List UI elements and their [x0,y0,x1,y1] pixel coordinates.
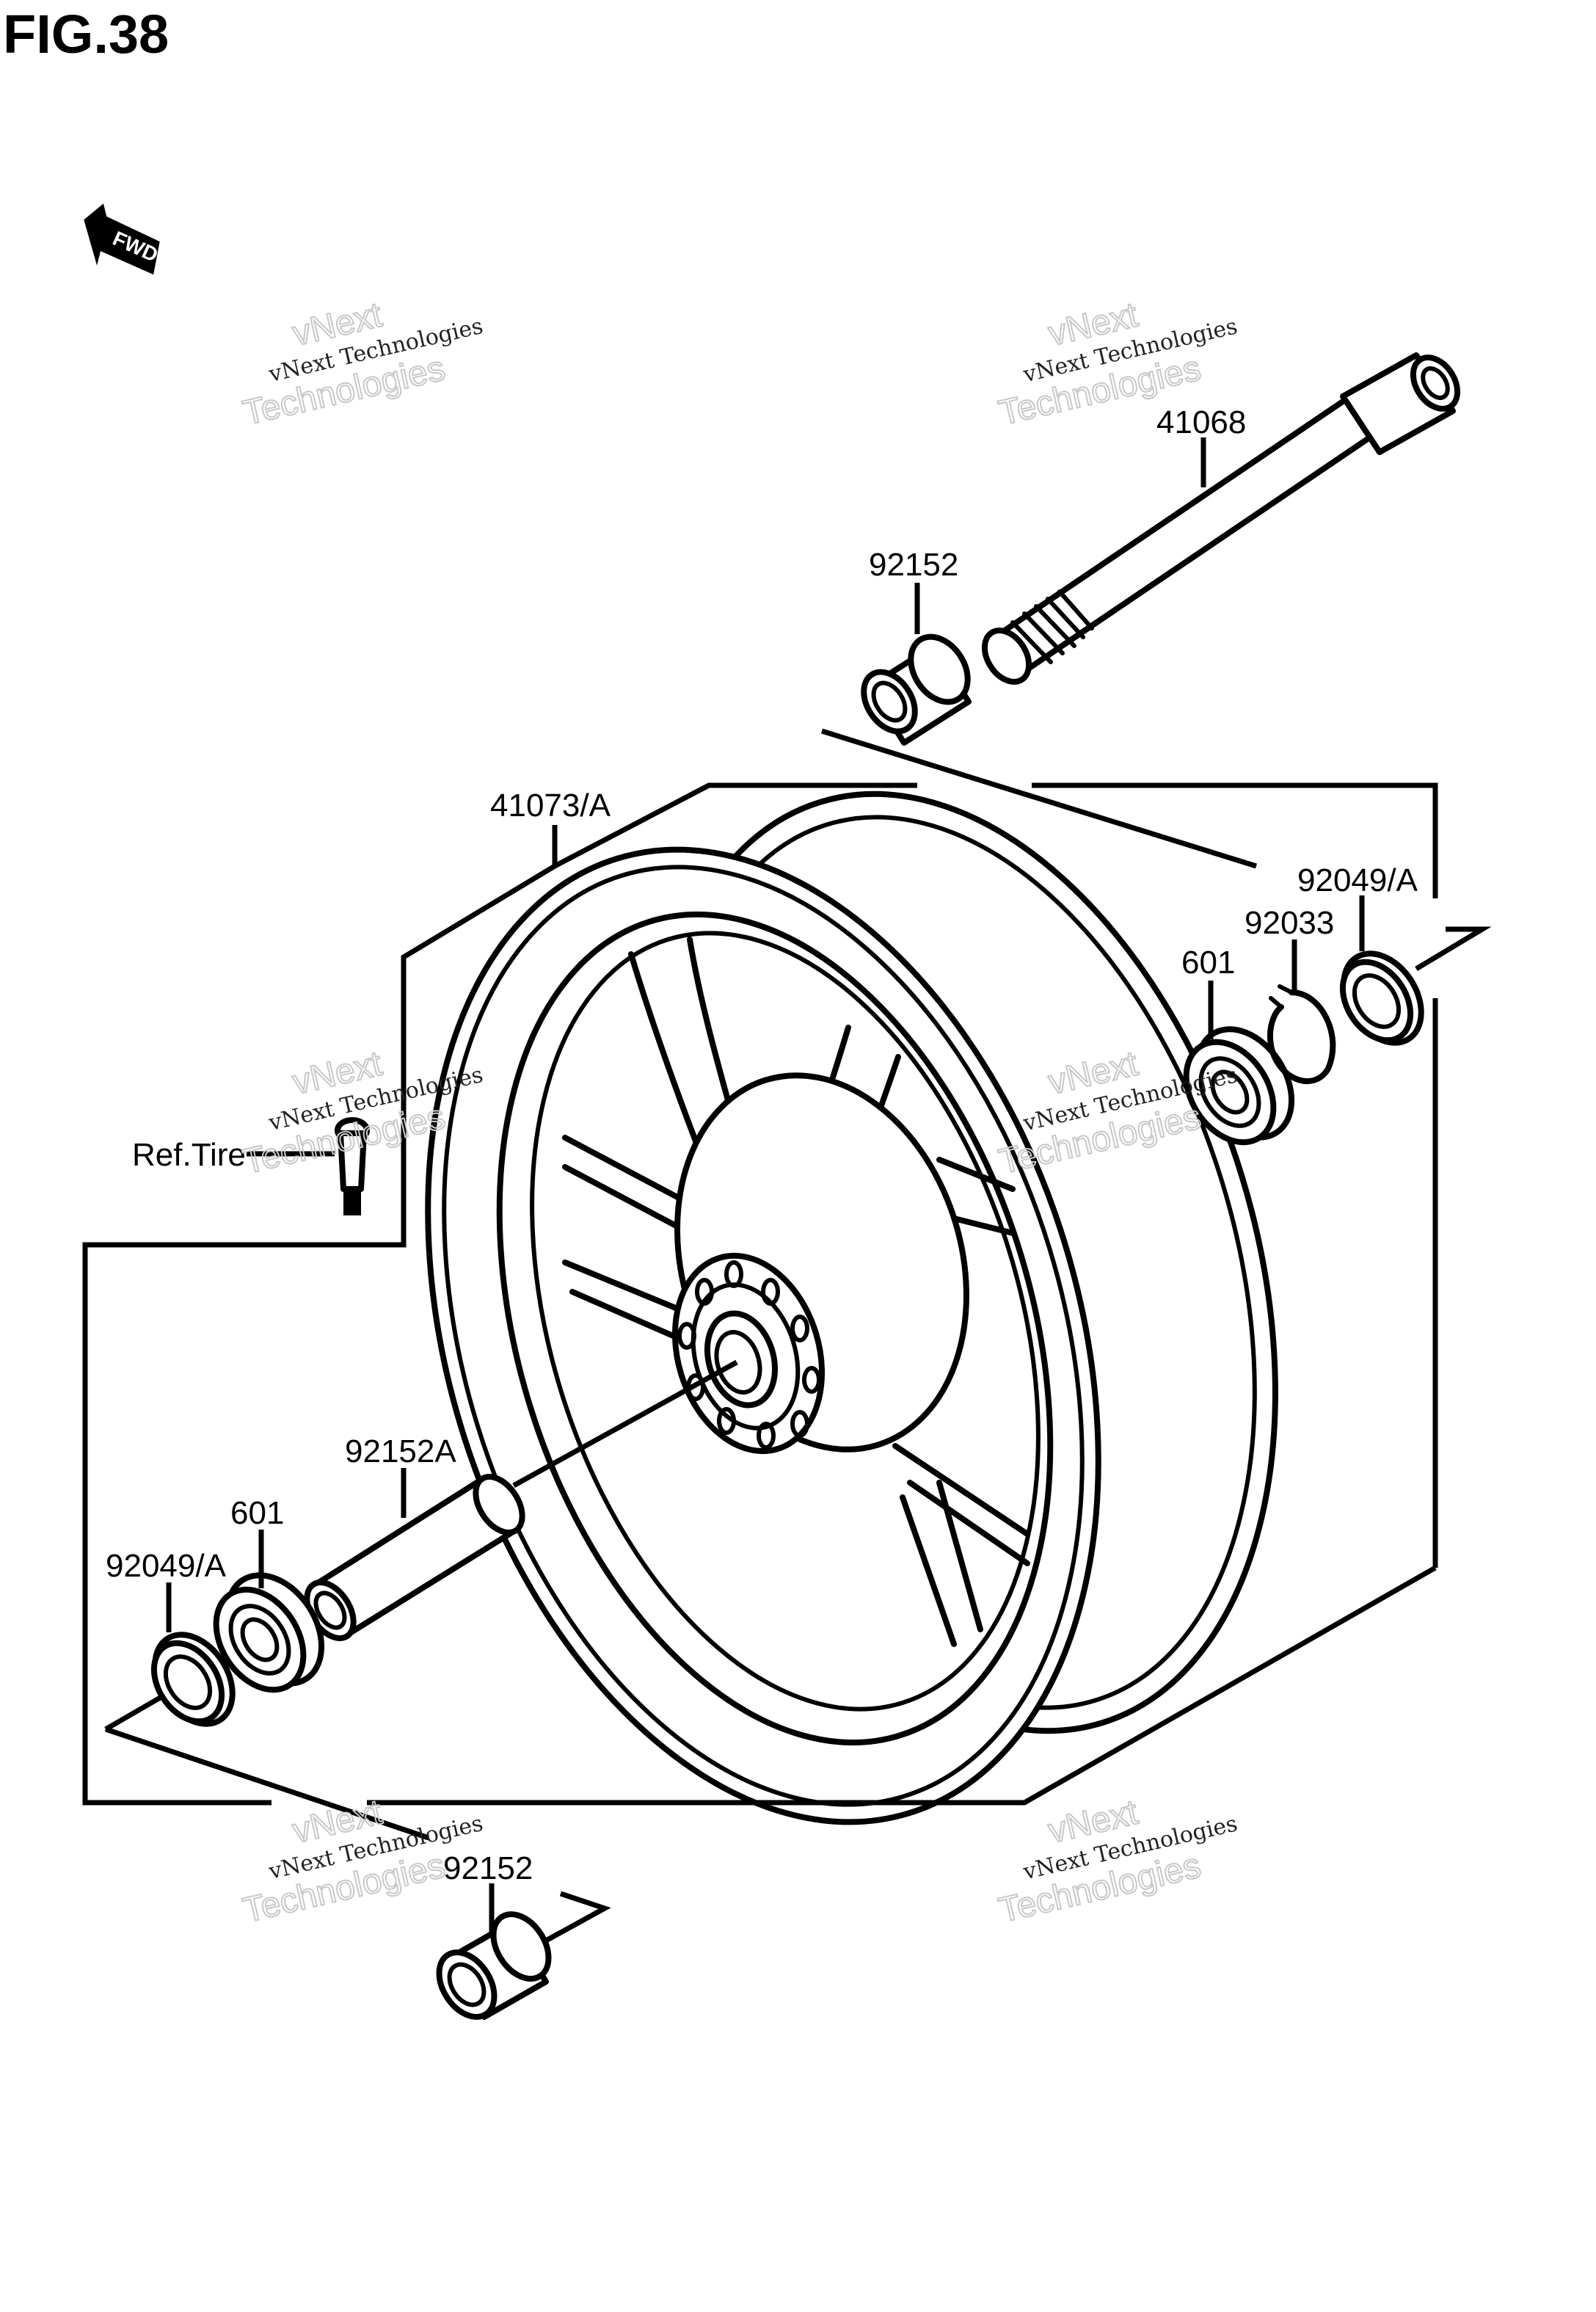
seal-right [1339,950,1424,1046]
label-axle: 41068 [1156,404,1246,440]
wheel [425,790,1278,1825]
watermark-a: vNext vNext Technologies Technologies [238,295,485,434]
label-bearing-right: 601 [1181,945,1235,981]
valve-stem [335,1117,370,1215]
label-spacer: 92152A [345,1433,456,1469]
label-collar-lower: 92152 [443,1850,533,1886]
axle [981,352,1461,685]
label-circlip: 92033 [1245,905,1334,941]
assembly-line-lower [82,864,1437,1944]
label-seal-left: 92049/A [106,1548,227,1584]
label-collar-upper: 92152 [869,547,958,583]
collar-lower [436,1911,552,2020]
bearing-left [213,1572,325,1693]
label-seal-right: 92049/A [1297,862,1418,898]
label-valve: Ref.Tire [132,1137,246,1173]
watermark-f: vNext vNext Technologies Technologies [994,1792,1239,1931]
collar-upper [861,633,972,746]
label-bearing-left: 601 [230,1495,284,1531]
bearing-right [1183,1026,1295,1146]
fwd-arrow-icon: FWD [84,203,161,275]
assembly-line-upper [553,728,1492,1568]
spacer [304,1474,525,1641]
figure-title: FIG.38 [3,4,169,65]
seal-left [150,1632,236,1727]
assembly-line-spacer [512,1359,738,1488]
circlip [1267,984,1336,1085]
label-wheel: 41073/A [490,788,611,824]
leader-lines [166,437,1365,1938]
